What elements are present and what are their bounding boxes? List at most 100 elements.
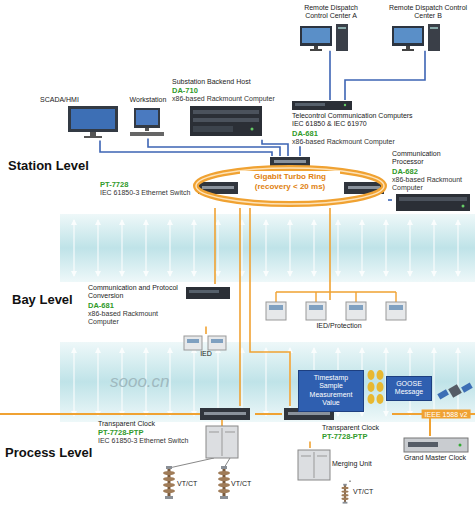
model-number: PT-7728-PTP (322, 432, 392, 441)
turbo-ring: Gigabit Turbo Ring (recovery < 20 ms) (192, 156, 388, 208)
band-arrow (169, 220, 170, 276)
ied-device (187, 339, 199, 343)
rackmount-computer (399, 197, 467, 201)
device-label: Gigabit Turbo Ring (recovery < 20 ms) (240, 171, 340, 192)
band-arrow (121, 220, 122, 276)
remote-dispatch-center: Remote Dispatch Control Center B (386, 4, 470, 51)
goose-box: GOOSE Message (386, 376, 432, 401)
rackmount-computer (295, 103, 325, 106)
band-arrow (289, 220, 290, 276)
rackmount-computer (251, 128, 254, 131)
device-label: VT/CT (231, 480, 266, 488)
band-arrow (409, 220, 410, 276)
device-label: x86-based Rackmount Computer (172, 95, 282, 103)
workstation: Workstation (124, 96, 172, 138)
device-label: Transparent Clock (322, 424, 392, 432)
remote-computer (314, 46, 318, 49)
scada-monitor (68, 106, 118, 138)
rackmount-computer (193, 118, 259, 122)
connector (345, 51, 425, 100)
ied-protection: IED/Protection (258, 300, 420, 330)
band-arrow (145, 220, 146, 276)
message-dots (368, 370, 375, 380)
device-label: x86-based Rackmount Computer (392, 176, 472, 193)
model-number: PT-7728-PTP (98, 428, 198, 437)
ied-device (211, 339, 223, 343)
device-label: Telecontrol Communication Computers (292, 112, 452, 120)
ethernet-switch (200, 408, 250, 420)
watermark: sooo.cn (110, 372, 170, 392)
remote-computer (394, 28, 422, 43)
connector (349, 480, 351, 482)
ied-device (389, 305, 403, 310)
band-arrow (457, 220, 458, 276)
device-label: Transparent Clock (98, 420, 198, 428)
vt-ct: VT/CT (338, 482, 388, 496)
device-label: GOOSE Message (390, 380, 428, 397)
device-label: Merging Unit (332, 460, 381, 468)
backend-host: Substation Backend HostDA-710x86-based R… (172, 78, 282, 140)
rackmount-computer (193, 126, 233, 132)
protocol-converter: Communication and Protocol ConversionDA-… (88, 284, 233, 327)
remote-computer (402, 49, 414, 51)
vt-ct-insulator (341, 484, 348, 504)
band-arrow (73, 220, 74, 276)
connector (299, 146, 301, 156)
device-label: VT/CT (177, 480, 212, 488)
device-label: Communication and Protocol Conversion (88, 284, 183, 301)
connector (239, 208, 241, 406)
band-arrow (241, 348, 242, 416)
scada-monitor (71, 109, 115, 129)
band-arrows (74, 220, 458, 416)
band-arrow (193, 220, 194, 276)
ied-device (276, 292, 396, 302)
communication-processor: Communication ProcessorDA-682x86-based R… (392, 150, 472, 215)
rackmount-computer (186, 101, 470, 299)
scada-monitor (90, 132, 96, 136)
connector (250, 208, 290, 406)
process-wire (0, 413, 475, 415)
message-dots (377, 394, 384, 404)
grand-master-clock-device (404, 438, 468, 452)
connector (255, 413, 282, 415)
device-label: SCADA/HMI (40, 96, 120, 104)
vt-ct: VT/CT (160, 466, 212, 498)
process-wire (221, 420, 223, 426)
telecontrol-computer: Telecontrol Communication ComputersIEC 6… (292, 100, 452, 146)
ied-device (306, 302, 326, 320)
remote-computer (300, 24, 440, 51)
ethernet-switch (288, 412, 330, 415)
band-arrow (97, 348, 98, 416)
rackmount-computer (193, 110, 259, 114)
device-label: Remote Dispatch Control Center A (296, 4, 366, 21)
scada-hmi: SCADA/HMI (40, 96, 120, 140)
model-number: DA-710 (172, 86, 282, 95)
band-arrow (169, 348, 170, 416)
grand-master-clock-device (459, 444, 462, 447)
level-label: Station Level (8, 158, 89, 173)
ethernet-switch (204, 412, 246, 415)
band-arrow (217, 348, 218, 416)
remote-computer (338, 27, 346, 29)
ied-device (349, 305, 363, 310)
band-arrow (361, 220, 362, 276)
band-arrow (217, 220, 218, 276)
ring-line (196, 168, 384, 204)
grand-master-clock-device (408, 442, 438, 447)
remote-computer (406, 46, 410, 49)
ethernet-switch (348, 186, 380, 189)
connector (262, 140, 288, 156)
message-dots (368, 382, 375, 392)
process-band (60, 342, 475, 422)
remote-computer (310, 49, 322, 51)
band-arrow (313, 220, 314, 276)
vt-ct: VT/CT (214, 466, 266, 498)
message-dots (377, 370, 384, 380)
vt-ct-insulator (163, 466, 175, 499)
device-label: x86-based Rackmount Computer (292, 138, 452, 146)
workstation-pc (136, 110, 158, 125)
model-number: PT-7728 (100, 180, 192, 189)
ethernet-switch (202, 186, 234, 189)
remote-dispatch-center: Remote Dispatch Control Center A (296, 4, 366, 51)
